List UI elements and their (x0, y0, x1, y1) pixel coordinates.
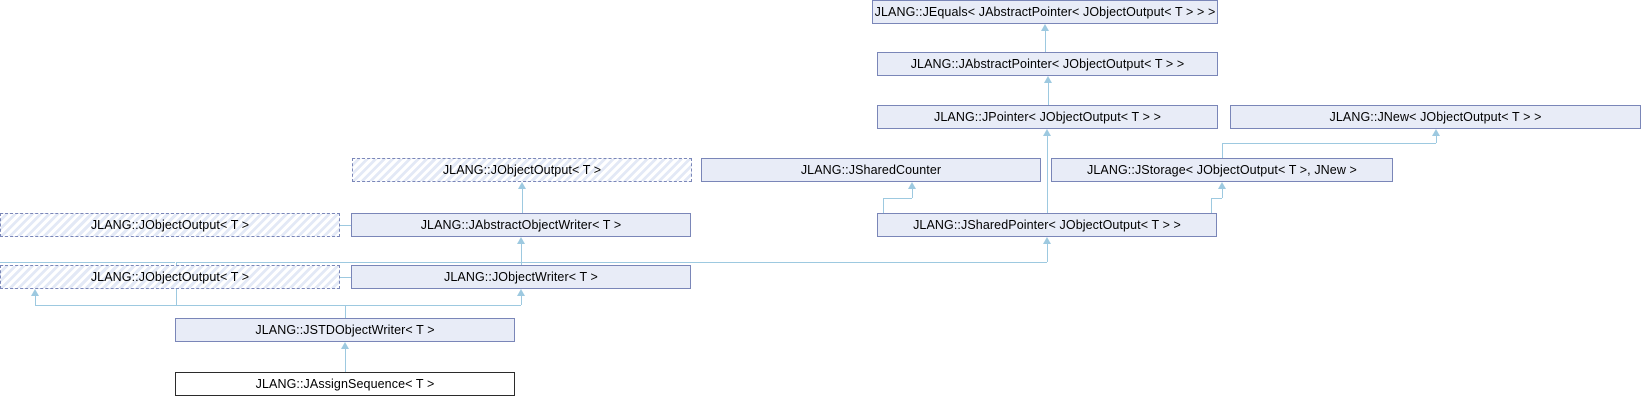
class-node-label: JLANG::JSTDObjectWriter< T > (255, 322, 435, 337)
edge-bottom-bus-left-tail (35, 305, 175, 306)
class-node-jobjectoutput-abs2[interactable]: JLANG::JObjectOutput< T > (0, 265, 340, 289)
edge-jsharedpointer-to-jstorage-bus (1211, 198, 1222, 199)
class-node-jsharedpointer[interactable]: JLANG::JSharedPointer< JObjectOutput< T … (877, 213, 1217, 237)
edge-bottom-bus (35, 305, 521, 306)
class-node-label: JLANG::JAbstractPointer< JObjectOutput< … (910, 56, 1185, 71)
edge-jpointer-to-jabstractpointer (1048, 82, 1049, 105)
arrowhead-jobjectwriter (517, 289, 525, 296)
class-node-label: JLANG::JPointer< JObjectOutput< T > > (934, 109, 1161, 124)
edge-jstorage-drop (1222, 188, 1223, 198)
class-node-label: JLANG::JObjectOutput< T > (442, 162, 602, 177)
edge-jabstractobjectwriter-to-jobjectoutput (340, 225, 351, 226)
class-node-jnew[interactable]: JLANG::JNew< JObjectOutput< T > > (1230, 105, 1641, 129)
edge-jstorage-riser (1222, 143, 1223, 158)
class-node-label: JLANG::JStorage< JObjectOutput< T >, JNe… (1087, 162, 1357, 177)
class-node-jobjectoutput-top[interactable]: JLANG::JObjectOutput< T > (352, 158, 692, 182)
class-node-jassignsequence[interactable]: JLANG::JAssignSequence< T > (175, 372, 515, 396)
arrowhead-jstdobjectwriter (341, 342, 349, 349)
edge-jobjectwriter-to-jabstractobjectwriter (521, 243, 522, 265)
arrowhead-jobjectoutput-abs2 (31, 289, 39, 296)
class-node-jsharedcounter[interactable]: JLANG::JSharedCounter (701, 158, 1041, 182)
arrowhead-jabstractpointer (1044, 76, 1052, 83)
edge-jsharedcounter-drop (912, 188, 913, 198)
class-node-jstdobjectwriter[interactable]: JLANG::JSTDObjectWriter< T > (175, 318, 515, 342)
arrowhead-jsharedpointer (1043, 237, 1051, 244)
class-node-jpointer[interactable]: JLANG::JPointer< JObjectOutput< T > > (877, 105, 1218, 129)
class-node-label: JLANG::JObjectOutput< T > (90, 269, 250, 284)
edge-jsharedpointer-riser-left (883, 198, 884, 213)
class-node-label: JLANG::JAbstractObjectWriter< T > (420, 217, 622, 232)
edge-jobjectwriter-drop (521, 295, 522, 305)
arrowhead-jnew (1432, 129, 1440, 136)
arrowhead-jstorage (1218, 182, 1226, 189)
edge-long-bus-upper (176, 262, 1047, 263)
arrowhead-jpointer (1043, 129, 1051, 136)
arrowhead-jobjectoutput-top (518, 182, 526, 189)
edge-jobjectoutput-abs2-drop (35, 295, 36, 305)
edge-jassignsequence-to-jstdobjectwriter (345, 348, 346, 372)
class-node-label: JLANG::JSharedCounter (800, 162, 942, 177)
edge-jsharedpointer-drop (1047, 243, 1048, 262)
class-node-label: JLANG::JSharedPointer< JObjectOutput< T … (913, 217, 1181, 232)
class-node-jabstractpointer[interactable]: JLANG::JAbstractPointer< JObjectOutput< … (877, 52, 1218, 76)
class-node-label: JLANG::JObjectOutput< T > (90, 217, 250, 232)
edge-jsharedpointer-to-jsharedcounter-bus (883, 198, 912, 199)
arrowhead-jsharedcounter (908, 182, 916, 189)
edge-jobjectwriter-to-jobjectoutput (340, 277, 351, 278)
edge-jsharedpointer-to-jpointer (1047, 135, 1048, 213)
edge-jabstractobjectwriter-to-jobjectoutput-top (522, 188, 523, 213)
class-node-label: JLANG::JAssignSequence< T > (255, 376, 435, 391)
edge-bus-left-extend (0, 262, 175, 263)
arrowhead-jequals (1041, 24, 1049, 31)
edge-jabstractpointer-to-jequals (1045, 30, 1046, 52)
edge-jstdobjectwriter-riser (345, 305, 346, 318)
class-node-jstorage[interactable]: JLANG::JStorage< JObjectOutput< T >, JNe… (1051, 158, 1393, 182)
class-node-label: JLANG::JNew< JObjectOutput< T > > (1329, 109, 1542, 124)
edge-jstorage-to-jnew-bus (1222, 143, 1436, 144)
edge-jsharedpointer-riser-right (1211, 198, 1212, 213)
class-node-jabstractobjectwriter[interactable]: JLANG::JAbstractObjectWriter< T > (351, 213, 691, 237)
arrowhead-jabstractobjectwriter (517, 237, 525, 244)
class-node-label: JLANG::JEquals< JAbstractPointer< JObjec… (874, 4, 1216, 19)
class-node-jobjectwriter[interactable]: JLANG::JObjectWriter< T > (351, 265, 691, 289)
edge-jnew-drop (1436, 135, 1437, 143)
class-node-label: JLANG::JObjectWriter< T > (444, 269, 598, 284)
class-node-jobjectoutput-abs[interactable]: JLANG::JObjectOutput< T > (0, 213, 340, 237)
class-node-jequals[interactable]: JLANG::JEquals< JAbstractPointer< JObjec… (872, 0, 1218, 24)
